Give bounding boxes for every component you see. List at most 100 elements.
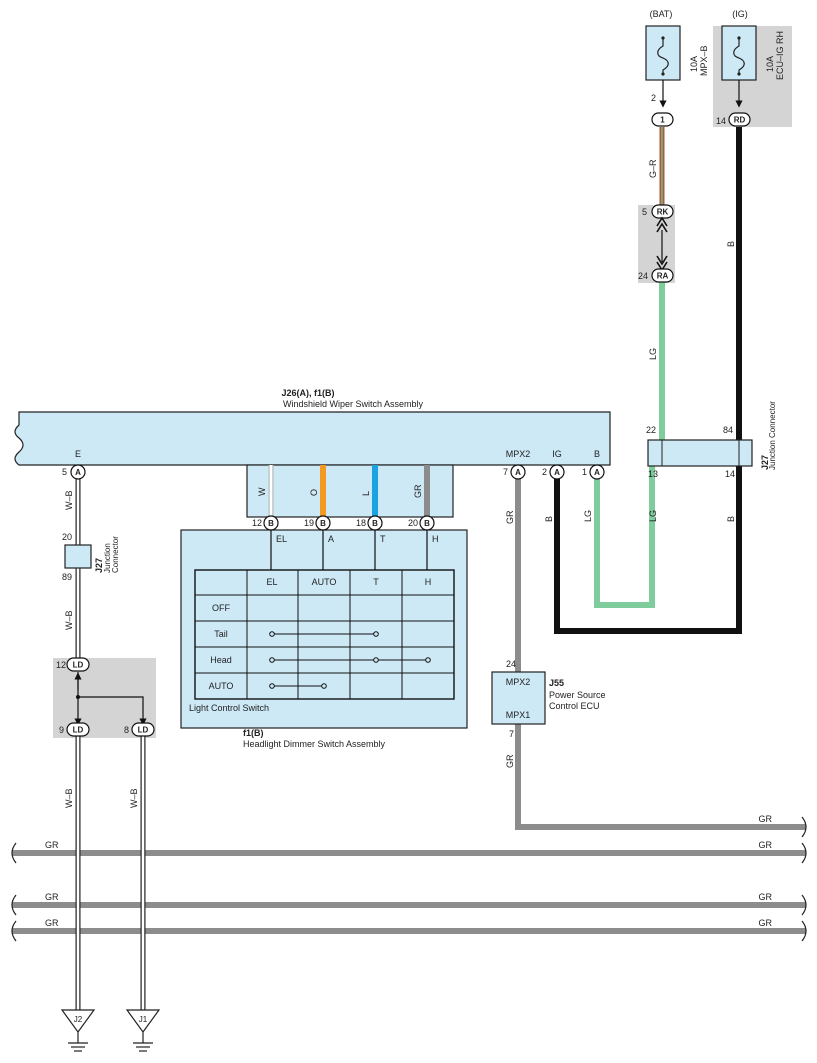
- connector-ld-top: LD 12: [56, 657, 90, 672]
- wire-label-gr-bus2-left: GR: [45, 892, 59, 902]
- ecu-pin-top: 24: [506, 659, 516, 669]
- terminal-ig-conn: A: [554, 468, 560, 477]
- inner-pin-12-conn: B: [268, 519, 274, 528]
- ld-right-pin: 8: [124, 725, 129, 735]
- wire-label-b-top: B: [726, 241, 736, 247]
- bat-fuse-rating: 10A: [689, 56, 699, 72]
- bat-fuse: (BAT) 10A MPX–B: [645, 9, 709, 81]
- svg-text:J26(A), f1(B): J26(A), f1(B): [281, 388, 334, 398]
- jl-line1: Junction: [103, 543, 112, 573]
- wire-label-lg-right: LG: [648, 510, 658, 522]
- ig-fuse: (IG) 10A ECU–IG RH: [721, 9, 785, 81]
- bat-fuse-name: MPX–B: [699, 45, 709, 76]
- wire-label-w-b-3: W–B: [64, 788, 74, 808]
- ld-top-pin: 12: [56, 660, 66, 670]
- wire-label-gr-mpx2: GR: [505, 510, 515, 524]
- wiper-switch-name: Windshield Wiper Switch Assembly: [283, 399, 424, 409]
- light-switch-name: Light Control Switch: [189, 703, 269, 713]
- connector-ld-left: LD 9: [59, 722, 90, 737]
- wire-label-b-ig: B: [544, 516, 554, 522]
- ig-fuse-name: ECU–IG RH: [775, 31, 785, 80]
- b-wire-lower: [554, 466, 742, 634]
- ground-j2: J2: [60, 1009, 96, 1052]
- power-source-ecu: MPX2 MPX1 24 7 J55 Power Source Control …: [491, 659, 606, 739]
- inner-pin-h-name: H: [432, 534, 439, 544]
- ecu-terminal-top: MPX2: [506, 677, 531, 687]
- light-control-switch: EL A T H EL AUTO T H OFF Tail Head AUTO: [180, 529, 468, 749]
- connector-ig: A 2: [542, 464, 565, 480]
- wire-label-gr-bus3-right: GR: [759, 918, 773, 928]
- bus-break-left: [11, 842, 17, 942]
- connector-e: A 5: [62, 464, 86, 480]
- jl-pin-top: 20: [62, 532, 72, 542]
- ground-j1-label: J1: [139, 1015, 148, 1024]
- terminal-e-label: E: [75, 449, 81, 459]
- terminal-b-conn: A: [594, 468, 600, 477]
- rk-pin: 5: [642, 207, 647, 217]
- inner-pin-12: 12: [252, 518, 262, 528]
- junction-connector-right: 22 84 13 14 J27 Junction Connector: [646, 401, 777, 479]
- wire-label-lg-b: LG: [583, 510, 593, 522]
- jr-pin-top-left: 22: [646, 425, 656, 435]
- connector-inner-20: B 20: [408, 515, 435, 531]
- inner-pin-19: 19: [304, 518, 314, 528]
- ig-source-label: (IG): [732, 9, 748, 19]
- wire-label-gr-mpx1: GR: [505, 754, 515, 768]
- inner-wire-l-label: L: [361, 491, 371, 496]
- jl-code: J27: [94, 558, 104, 573]
- col-h: H: [425, 577, 432, 587]
- tail-continuity: [269, 631, 379, 637]
- inner-wire-o-label: O: [309, 489, 319, 496]
- bat-conn-pin: 1: [660, 116, 665, 125]
- jr-pin-bottom-right: 14: [725, 469, 735, 479]
- connector-inner-18: B 18: [356, 515, 383, 531]
- col-t: T: [373, 577, 379, 587]
- inner-pin-18-conn: B: [372, 519, 378, 528]
- connector-rd: 14 RD: [716, 80, 751, 127]
- connector-ld-right: LD 8: [124, 722, 155, 737]
- wire-label-gr-bus1-right: GR: [759, 840, 773, 850]
- wiper-switch-code-bold: f1(B): [314, 388, 335, 398]
- ecu-line2: Control ECU: [549, 701, 600, 711]
- jl-pin-bottom: 89: [62, 572, 72, 582]
- wire-label-w-b-2: W–B: [64, 610, 74, 630]
- inner-pin-20: 20: [408, 518, 418, 528]
- junction-connector-left: 20 89 J27 Junction Connector: [62, 532, 120, 582]
- inner-wire-w-label: W: [257, 487, 267, 496]
- ra-pin: 24: [638, 271, 648, 281]
- terminal-mpx2-label: MPX2: [506, 449, 531, 459]
- row-head: Head: [210, 655, 232, 665]
- ra-name: RA: [657, 272, 669, 281]
- wire-label-lg-top: LG: [648, 348, 658, 360]
- ecu-code: J55: [549, 678, 564, 688]
- jl-line2: Connector: [111, 536, 120, 573]
- ecu-terminal-bottom: MPX1: [506, 710, 531, 720]
- inner-pin-19-conn: B: [320, 519, 326, 528]
- row-off: OFF: [212, 603, 230, 613]
- bus-break-right: [801, 816, 807, 942]
- ld-top-name: LD: [73, 661, 84, 670]
- terminal-b-pin: 1: [582, 467, 587, 477]
- jr-code: J27: [760, 455, 770, 470]
- inner-pin-20-conn: B: [424, 519, 430, 528]
- wiper-switch-assembly: J26(A), f1(B) Windshield Wiper Switch As…: [14, 388, 611, 518]
- connector-bat-fuse: 2 1: [651, 80, 674, 127]
- jr-name: Junction Connector: [768, 401, 777, 470]
- col-auto: AUTO: [312, 577, 337, 587]
- wiper-switch-code-prefix: J26(A),: [281, 388, 314, 398]
- connector-ra: RA 24: [638, 268, 674, 283]
- connector-b: A 1: [582, 464, 605, 480]
- wire-label-gr-bus1-left: GR: [45, 840, 59, 850]
- row-tail: Tail: [214, 629, 228, 639]
- ig-fuse-pin: 14: [716, 116, 726, 126]
- ground-j2-label: J2: [74, 1015, 83, 1024]
- inner-pin-t-name: T: [380, 534, 386, 544]
- lg-wire-lower: [594, 466, 655, 608]
- ig-fuse-rating: 10A: [765, 56, 775, 72]
- wire-label-gr-827: GR: [759, 814, 773, 824]
- ig-conn-name: RD: [734, 116, 746, 125]
- terminal-mpx2-pin: 7: [503, 467, 508, 477]
- terminal-ig-pin: 2: [542, 467, 547, 477]
- terminal-b-label: B: [594, 449, 600, 459]
- row-auto: AUTO: [209, 681, 234, 691]
